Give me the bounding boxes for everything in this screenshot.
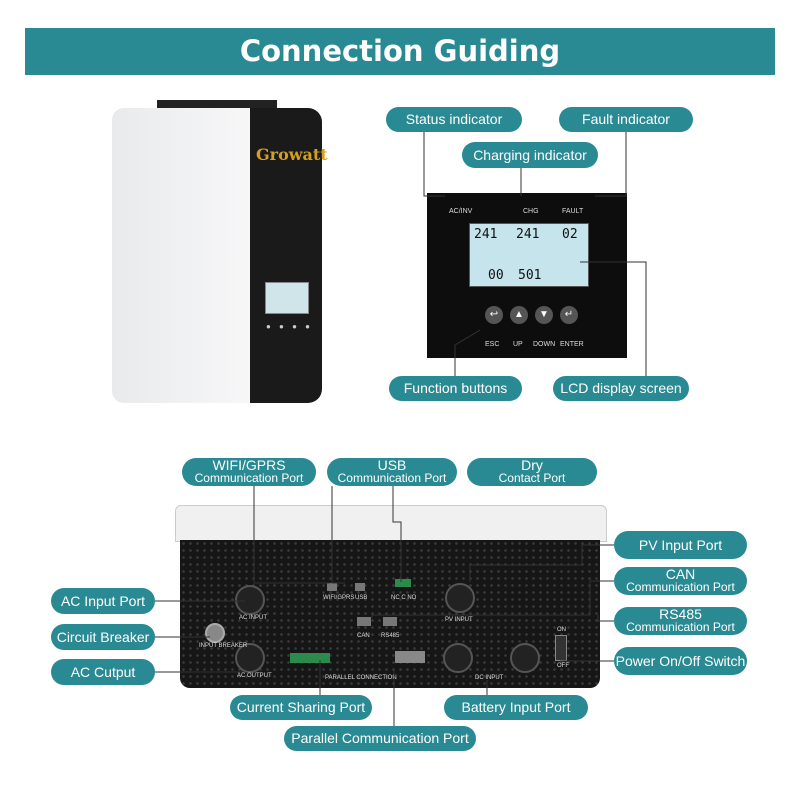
led-acinv-label: AC/INV: [449, 208, 473, 215]
parallel-communication-text: Parallel Communication Port: [291, 730, 469, 746]
off-label: OFF: [557, 663, 569, 669]
usb-subtext: Communication Port: [337, 471, 447, 485]
lcd-display: 241 241 02 00 501: [469, 223, 589, 287]
power-switch-callout: Power On/Off Switch: [614, 647, 747, 675]
mini-buttons: ● ● ● ●: [266, 322, 313, 331]
wifi-port: [327, 583, 337, 591]
pv-input-text: PV Input Port: [638, 536, 723, 553]
current-sharing-callout: Current Sharing Port: [230, 695, 372, 720]
inverter-white-panel: [112, 108, 252, 403]
lcd-right-value: 02: [562, 227, 578, 242]
mounting-bracket: [157, 100, 277, 108]
up-label: UP: [513, 341, 523, 348]
breaker-knob: [205, 623, 225, 643]
fault-indicator-text: Fault indicator: [582, 111, 670, 127]
bottom-cover: [175, 505, 607, 542]
title-banner: Connection Guiding: [25, 28, 775, 75]
pv-input-port: [445, 583, 475, 613]
ac-input-text: AC Input Port: [60, 592, 146, 609]
dc-input-label: DC INPUT: [475, 675, 504, 681]
parallel-port: [395, 651, 425, 663]
input-breaker-label: INPUT BREAKER: [199, 643, 248, 649]
down-label: DOWN: [533, 341, 556, 348]
down-button[interactable]: ▼: [535, 306, 553, 324]
circuit-breaker-callout: Circuit Breaker: [51, 624, 155, 650]
ac-output-label: AC OUTPUT: [237, 673, 272, 679]
inverter-front-image: Growatt ● ● ● ●: [112, 100, 328, 405]
enter-button[interactable]: ↵: [560, 306, 578, 324]
parallel-communication-callout: Parallel Communication Port: [284, 726, 476, 751]
charging-indicator-callout: Charging indicator: [462, 142, 598, 168]
battery-input-text: Battery Input Port: [461, 699, 571, 715]
power-switch-text: Power On/Off Switch: [615, 652, 746, 669]
usb-text: USB: [377, 457, 407, 473]
wifi-gprs-text: WIFI/GPRS: [212, 457, 286, 473]
dry-contact-subtext: Contact Port: [498, 471, 566, 485]
current-sharing-text: Current Sharing Port: [236, 699, 366, 715]
can-port: [357, 617, 371, 626]
inverter-black-panel: [250, 108, 322, 403]
function-buttons-callout: Function buttons: [389, 376, 522, 401]
status-indicator-text: Status indicator: [405, 111, 503, 127]
lcd-display-callout: LCD display screen: [553, 376, 689, 401]
mini-lcd: [265, 282, 309, 314]
battery-port-1: [443, 643, 473, 673]
rs485-label: RS485: [381, 633, 400, 639]
battery-input-callout: Battery Input Port: [444, 695, 588, 720]
rs485-text: RS485: [659, 606, 702, 622]
wifi-label: WIFI/GPRS: [323, 595, 355, 601]
led-chg-label: CHG: [523, 208, 539, 215]
brand-logo: Growatt: [256, 145, 328, 164]
usb-port: [355, 583, 365, 591]
ac-output-port: [235, 643, 265, 673]
ac-input-label: AC INPUT: [239, 615, 268, 621]
dry-contact-port: [395, 579, 411, 587]
esc-button[interactable]: ↩: [485, 306, 503, 324]
pv-input-label: PV INPUT: [445, 617, 473, 623]
rs485-subtext: Communication Port: [626, 620, 735, 634]
led-fault-label: FAULT: [562, 208, 584, 215]
lcd-mid-value: 241: [516, 227, 540, 242]
current-sharing-port: [290, 653, 330, 663]
on-label: ON: [557, 627, 566, 633]
esc-label: ESC: [485, 341, 500, 348]
ac-output-text: AC Cutput: [70, 663, 136, 680]
lcd-bottom-mid-value: 501: [518, 268, 542, 283]
ac-output-callout: AC Cutput: [51, 659, 155, 685]
can-text: CAN: [665, 566, 696, 582]
wifi-gprs-subtext: Communication Port: [194, 471, 304, 485]
parallel-connection-label: PARALLEL CONNECTION: [325, 675, 397, 681]
ac-input-port: [235, 585, 265, 615]
nc-c-no-label: NC C NO: [391, 595, 417, 601]
control-panel-image: AC/INV CHG FAULT 241 241 02 00 501 ↩ ▲ ▼…: [427, 193, 627, 358]
lcd-display-text: LCD display screen: [560, 380, 682, 396]
function-buttons-text: Function buttons: [403, 380, 508, 396]
circuit-breaker-text: Circuit Breaker: [56, 628, 150, 645]
lcd-left-value: 241: [474, 227, 498, 242]
can-subtext: Communication Port: [626, 580, 735, 594]
fault-indicator-callout: Fault indicator: [559, 107, 693, 132]
can-label: CAN: [357, 633, 370, 639]
charging-indicator-text: Charging indicator: [473, 146, 587, 163]
battery-port-2: [510, 643, 540, 673]
rs485-port: [383, 617, 397, 626]
status-indicator-callout: Status indicator: [386, 107, 522, 132]
pv-input-callout: PV Input Port: [614, 531, 747, 559]
ac-input-callout: AC Input Port: [51, 588, 155, 614]
dry-contact-text: Dry: [521, 457, 543, 473]
usb-label: USB: [355, 595, 368, 601]
lcd-bottom-left-value: 00: [488, 268, 504, 283]
enter-label: ENTER: [560, 341, 584, 348]
up-button[interactable]: ▲: [510, 306, 528, 324]
